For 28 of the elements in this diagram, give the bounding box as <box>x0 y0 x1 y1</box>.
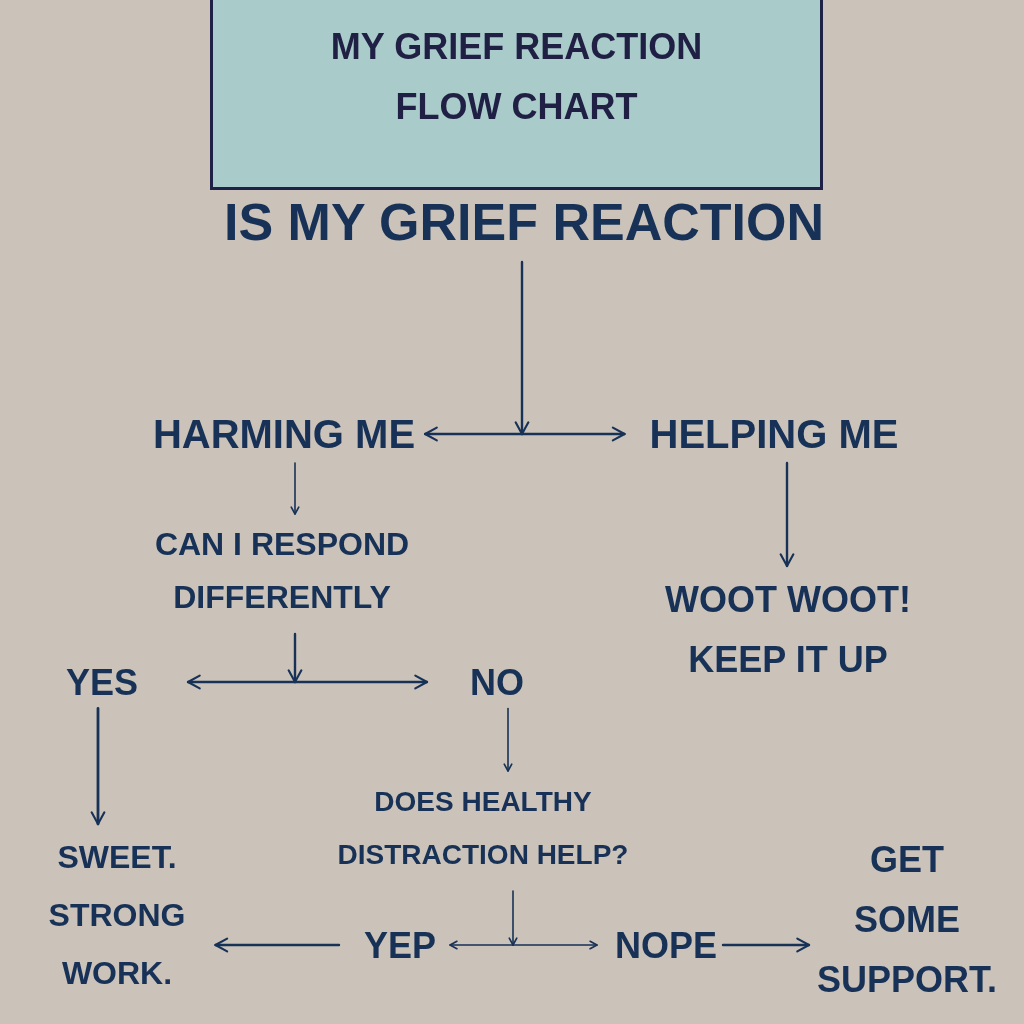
outcome-text: GET SOME SUPPORT. <box>817 830 997 1010</box>
question-heading: IS MY GRIEF REACTION <box>224 192 824 252</box>
arrow <box>520 426 626 442</box>
arrow <box>186 674 297 690</box>
answer-text: HARMING ME <box>152 411 416 457</box>
answer-text: YES <box>66 661 138 703</box>
arrow <box>779 461 795 568</box>
arrow <box>290 462 300 515</box>
answer-text: NOPE <box>615 924 717 966</box>
arrow <box>514 260 530 436</box>
title-text: MY GRIEF REACTION FLOW CHART <box>329 25 704 129</box>
arrow <box>90 707 106 826</box>
answer-text: YEP <box>364 924 436 966</box>
arrow <box>293 674 429 690</box>
arrow <box>423 426 524 442</box>
question-text: CAN I RESPOND DIFFERENTLY <box>132 518 432 624</box>
arrow <box>449 940 514 950</box>
arrow <box>508 890 518 946</box>
arrow <box>287 632 303 684</box>
arrow <box>503 707 513 772</box>
arrow <box>512 940 598 950</box>
outcome-text: WOOT WOOT! KEEP IT UP <box>648 570 928 690</box>
answer-text: HELPING ME <box>649 411 899 457</box>
arrow <box>721 937 811 953</box>
answer-text: NO <box>470 661 524 703</box>
arrow <box>214 937 341 953</box>
outcome-text: SWEET. STRONG WORK. <box>48 828 186 1002</box>
question-text: DOES HEALTHY DISTRACTION HELP? <box>323 775 643 881</box>
